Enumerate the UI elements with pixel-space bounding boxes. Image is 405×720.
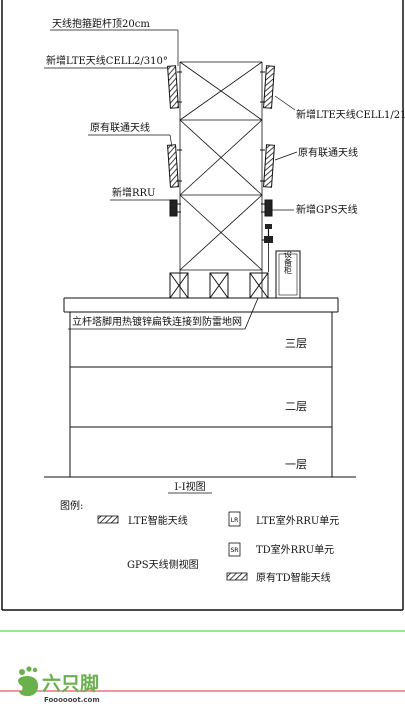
- lte-rru-swatch-text: LR: [231, 517, 239, 524]
- equipment-cabinet: 设备柜: [275, 249, 301, 299]
- label-grounding-note: 立杆塔脚用热镀锌扁铁连接到防雷地网: [72, 315, 242, 328]
- label-antenna-height: 天线抱箍距杆顶20cm: [52, 17, 150, 30]
- existing-antenna-right-icon: [260, 144, 275, 188]
- floor-label-1: 一层: [285, 458, 307, 471]
- legend-td-outdoor-rru: TD室外RRU单元: [256, 543, 334, 556]
- view-title: I-I视图: [168, 480, 212, 494]
- watermark-domain: Foooooot.com: [44, 696, 100, 704]
- equipment-cabinet-label: 设备柜: [284, 249, 293, 275]
- lte-antenna-left-icon: [167, 65, 182, 109]
- legend-lte-smart-antenna: LTE智能天线: [128, 514, 188, 527]
- watermark-logo: 六只脚 Foooooot.com: [18, 666, 100, 704]
- building: [44, 311, 356, 478]
- legend-gps-side-view: GPS天线侧视图: [127, 558, 199, 571]
- tower-feet: [169, 272, 269, 299]
- label-existing-left: 原有联通天线: [90, 121, 150, 134]
- roof-parapet: [63, 297, 339, 313]
- grounding-leader: [68, 297, 259, 330]
- label-new-lte-left: 新增LTE天线CELL2/310°: [46, 54, 168, 67]
- legend-existing-td-antenna: 原有TD智能天线: [256, 571, 331, 584]
- rru-left-icon: [169, 199, 181, 217]
- lte-rru-swatch-icon: [228, 511, 241, 527]
- legend-title: 图例:: [60, 499, 83, 512]
- legend-lte-outdoor-rru: LTE室外RRU单元: [256, 514, 339, 527]
- existing-td-antenna-swatch-icon: [226, 572, 248, 581]
- floor-label-3: 三层: [285, 337, 307, 350]
- td-rru-swatch-icon: [228, 542, 241, 557]
- gps-antenna-icon: [262, 224, 273, 272]
- label-new-lte-right: 新增LTE天线CELL1/210°: [296, 108, 405, 121]
- footprint-icon: [18, 666, 38, 697]
- tower-lattice: [179, 61, 263, 298]
- td-rru-swatch-text: SR: [231, 547, 239, 554]
- watermark-brand: 六只脚: [42, 672, 99, 695]
- label-new-rru: 新增RRU: [112, 186, 156, 199]
- view-title-text: I-I视图: [174, 480, 205, 493]
- legend: 图例: LTE智能天线 LR LTE室外RRU单元 SR TD室外RRU单元 G…: [60, 499, 339, 584]
- label-new-gps: 新增GPS天线: [296, 203, 358, 216]
- rru-right-icon: [261, 199, 273, 217]
- floor-label-2: 二层: [285, 400, 307, 413]
- lte-smart-antenna-swatch-icon: [97, 515, 119, 524]
- label-existing-right: 原有联通天线: [298, 146, 358, 159]
- leader-lines: [44, 29, 298, 211]
- drawing-frame: [1, 0, 404, 611]
- lte-antenna-right-icon: [260, 65, 275, 109]
